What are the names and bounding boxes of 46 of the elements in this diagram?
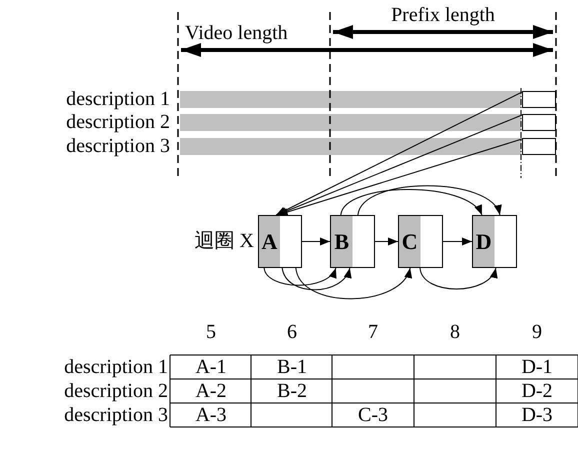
cell-value: A-1 — [194, 356, 228, 378]
column-number: 9 — [531, 321, 543, 343]
arrow — [340, 189, 482, 216]
list-node — [472, 215, 517, 268]
list-node — [398, 215, 443, 268]
dimension-label: Video length — [185, 22, 288, 44]
node-letter: D — [474, 230, 493, 254]
node-letter: C — [400, 230, 419, 254]
cell-value: B-2 — [276, 380, 308, 402]
prefix-segment-box — [522, 138, 556, 155]
cell-value: A-3 — [194, 404, 228, 426]
arrow — [264, 268, 336, 286]
row-label: description 2 — [64, 380, 168, 402]
arrow — [357, 185, 500, 216]
arrow — [374, 238, 398, 246]
dimension-label: Prefix length — [390, 4, 496, 26]
list-label: 迴圈 X — [194, 230, 254, 252]
arrow — [295, 268, 411, 300]
cell-value: D-2 — [520, 380, 554, 402]
row-label: description 1 — [66, 88, 170, 110]
column-number: 5 — [205, 321, 217, 343]
node-letter: A — [260, 230, 278, 254]
column-number: 7 — [367, 321, 379, 343]
arrow — [276, 114, 522, 216]
prefix-segment-box — [522, 91, 556, 108]
row-label: description 3 — [64, 404, 168, 426]
arrow — [302, 238, 330, 246]
arrow — [282, 268, 350, 290]
cell-value: B-1 — [276, 356, 308, 378]
arrow — [276, 92, 522, 216]
cell-value: C-3 — [357, 404, 389, 426]
arrow — [277, 138, 522, 216]
list-node — [330, 215, 375, 268]
prefix-segment-box — [522, 114, 556, 131]
column-number: 8 — [449, 321, 461, 343]
arrow — [442, 238, 472, 246]
row-label: description 2 — [66, 111, 170, 133]
row-label: description 1 — [64, 356, 168, 378]
list-node — [258, 215, 302, 268]
row-label: description 3 — [66, 135, 170, 157]
node-letter: B — [333, 230, 350, 254]
column-number: 6 — [286, 321, 298, 343]
cell-value: A-2 — [194, 380, 228, 402]
arrow — [420, 268, 496, 290]
cell-value: D-1 — [520, 356, 554, 378]
cell-value: D-3 — [520, 404, 554, 426]
